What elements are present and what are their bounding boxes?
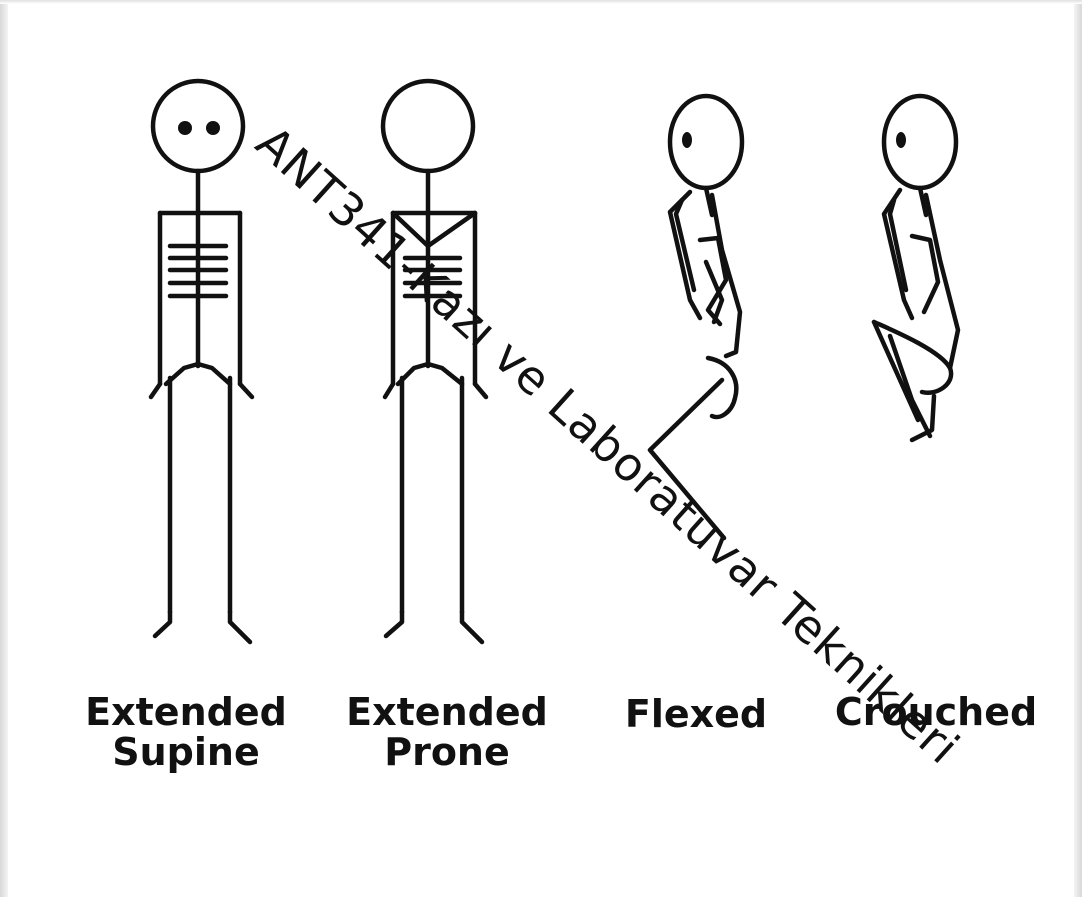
crouched-thigh xyxy=(874,322,951,393)
flexed-eye xyxy=(682,132,692,148)
supine-right-foot xyxy=(230,612,250,642)
crouched-figure xyxy=(874,96,958,440)
crouched-head xyxy=(884,96,956,188)
label-extended-supine-line1: Extended xyxy=(70,692,302,732)
extended-supine-figure xyxy=(151,81,252,642)
label-flexed-text: Flexed xyxy=(612,694,780,734)
prone-right-foot xyxy=(462,612,482,642)
label-extended-supine: Extended Supine xyxy=(70,692,302,772)
prone-left-hand xyxy=(385,384,393,397)
prone-scapula xyxy=(428,213,475,246)
supine-right-hand xyxy=(240,384,252,397)
supine-left-foot xyxy=(155,612,170,636)
crouched-eye xyxy=(896,132,906,148)
crouched-back xyxy=(926,195,958,368)
supine-left-hand xyxy=(151,384,160,397)
prone-right-hand xyxy=(475,384,486,397)
label-extended-supine-line2: Supine xyxy=(70,732,302,772)
crouched-knee xyxy=(874,322,918,420)
label-extended-prone: Extended Prone xyxy=(331,692,563,772)
label-extended-prone-line1: Extended xyxy=(331,692,563,732)
extended-prone-figure xyxy=(383,81,486,642)
crouched-shin xyxy=(890,336,930,436)
crouched-forearm xyxy=(912,236,938,312)
label-extended-prone-line2: Prone xyxy=(331,732,563,772)
prone-head xyxy=(383,81,473,171)
supine-left-eye xyxy=(178,121,192,135)
prone-left-foot xyxy=(386,612,402,636)
flexed-head xyxy=(670,96,742,188)
label-flexed: Flexed xyxy=(612,694,780,734)
